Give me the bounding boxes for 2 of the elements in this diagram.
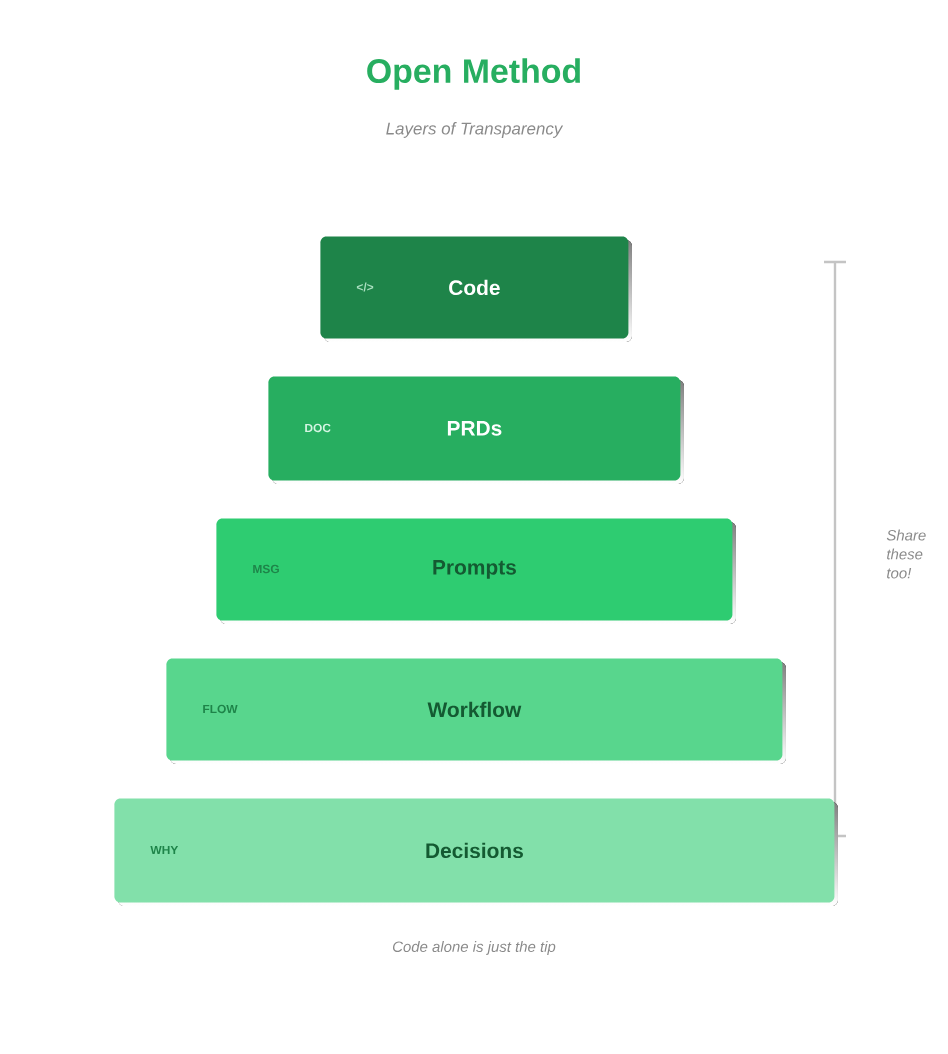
title: Open Method: [367, 58, 580, 90]
subtitle: Layers of Transparency: [386, 122, 564, 138]
